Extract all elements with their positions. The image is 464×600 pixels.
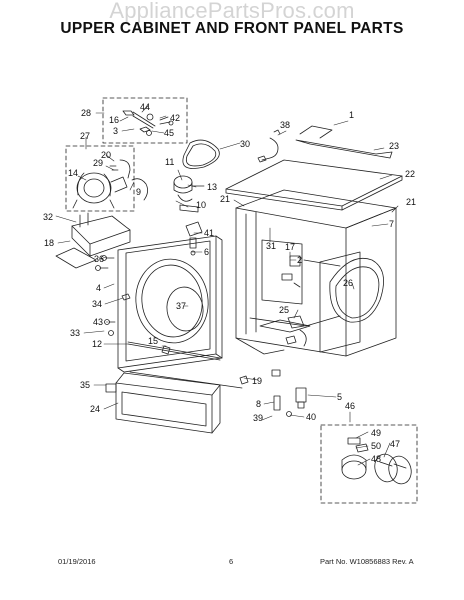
footer-part-number: Part No. W10856883 Rev. A (320, 557, 414, 566)
callout-label: 29 (93, 158, 103, 168)
callout-label: 20 (101, 150, 111, 160)
callout-label: 35 (80, 380, 90, 390)
callout-label: 11 (165, 157, 174, 167)
door-switch (281, 255, 301, 288)
top-cover (225, 159, 403, 211)
rear-seal (329, 257, 384, 323)
callout-label: 41 (204, 228, 214, 238)
callout-label: 9 (136, 187, 141, 197)
callout-label: 43 (93, 317, 103, 327)
leveling-legs (239, 369, 307, 417)
callout-label: 22 (405, 169, 415, 179)
toe-clip (105, 383, 117, 393)
callout-label: 18 (44, 238, 54, 248)
callout-label: 6 (204, 247, 209, 257)
callout-label: 48 (371, 454, 381, 464)
callout-label: 27 (80, 131, 90, 141)
callout-labels: 1 2 3 4 5 6 7 8 9 10 11 12 13 14 15 16 1… (43, 102, 416, 464)
callout-label: 7 (389, 219, 394, 229)
callout-label: 37 (176, 301, 186, 311)
toe-panel (115, 372, 221, 434)
callout-label: 15 (148, 336, 158, 346)
page-title: UPPER CABINET AND FRONT PANEL PARTS (60, 20, 404, 37)
screws-left (95, 255, 131, 336)
toe-rod (129, 371, 243, 389)
cabinet (235, 189, 397, 357)
callout-label: 14 (68, 168, 78, 178)
callout-label: 26 (343, 278, 353, 288)
top-rail (295, 125, 393, 159)
callout-label: 28 (81, 108, 91, 118)
callout-label: 1 (349, 110, 354, 120)
callout-label: 12 (92, 339, 102, 349)
callout-label: 5 (337, 392, 342, 402)
motor-mount-bracket (55, 212, 131, 269)
callout-label: 42 (170, 113, 180, 123)
callout-label: 13 (207, 182, 217, 192)
footer-page-number: 6 (229, 557, 234, 566)
lamp-socket (285, 315, 307, 347)
callout-label: 10 (196, 200, 206, 210)
callout-label: 36 (94, 254, 104, 264)
hardware-group-box-top (102, 97, 188, 144)
watermark: AppliancePartsPros.com (109, 0, 355, 23)
callout-label: 16 (109, 115, 119, 125)
callout-label: 47 (390, 439, 400, 449)
callout-label: 44 (140, 102, 150, 112)
footer-date: 01/19/2016 (58, 557, 96, 566)
callout-label: 46 (345, 401, 355, 411)
callout-label: 24 (90, 404, 100, 414)
callout-label: 21 (220, 194, 230, 204)
callout-label: 4 (96, 283, 101, 293)
callout-label: 19 (252, 376, 262, 386)
callout-label: 45 (164, 128, 174, 138)
callout-label: 40 (306, 412, 316, 422)
callout-label: 30 (240, 139, 250, 149)
callout-label: 17 (285, 242, 295, 252)
callout-label: 31 (266, 241, 276, 251)
drive-motor (72, 159, 131, 209)
callout-label: 3 (113, 126, 118, 136)
idler-assembly (173, 175, 205, 213)
duct-group-box (320, 424, 418, 504)
wire-harness (257, 129, 281, 163)
callout-label: 32 (43, 212, 53, 222)
clip (161, 345, 171, 355)
motor-group-box (65, 145, 135, 212)
callout-label: 38 (280, 120, 290, 130)
callout-label: 49 (371, 428, 381, 438)
wire-lead (131, 178, 148, 201)
rod (127, 341, 221, 361)
front-panel (117, 235, 223, 373)
callout-label: 8 (256, 399, 261, 409)
leader-lines (55, 105, 399, 466)
callout-label: 34 (92, 299, 102, 309)
callout-label: 39 (253, 413, 263, 423)
drive-belt (182, 139, 220, 169)
sensor-bracket (185, 221, 203, 256)
callout-label: 2 (297, 255, 302, 265)
hardware-parts (122, 110, 174, 136)
callout-label: 23 (389, 141, 399, 151)
callout-label: 21 (406, 197, 416, 207)
callout-label: 33 (70, 328, 80, 338)
front-seal (166, 286, 204, 332)
callout-label: 25 (279, 305, 289, 315)
callout-label: 50 (371, 441, 381, 451)
